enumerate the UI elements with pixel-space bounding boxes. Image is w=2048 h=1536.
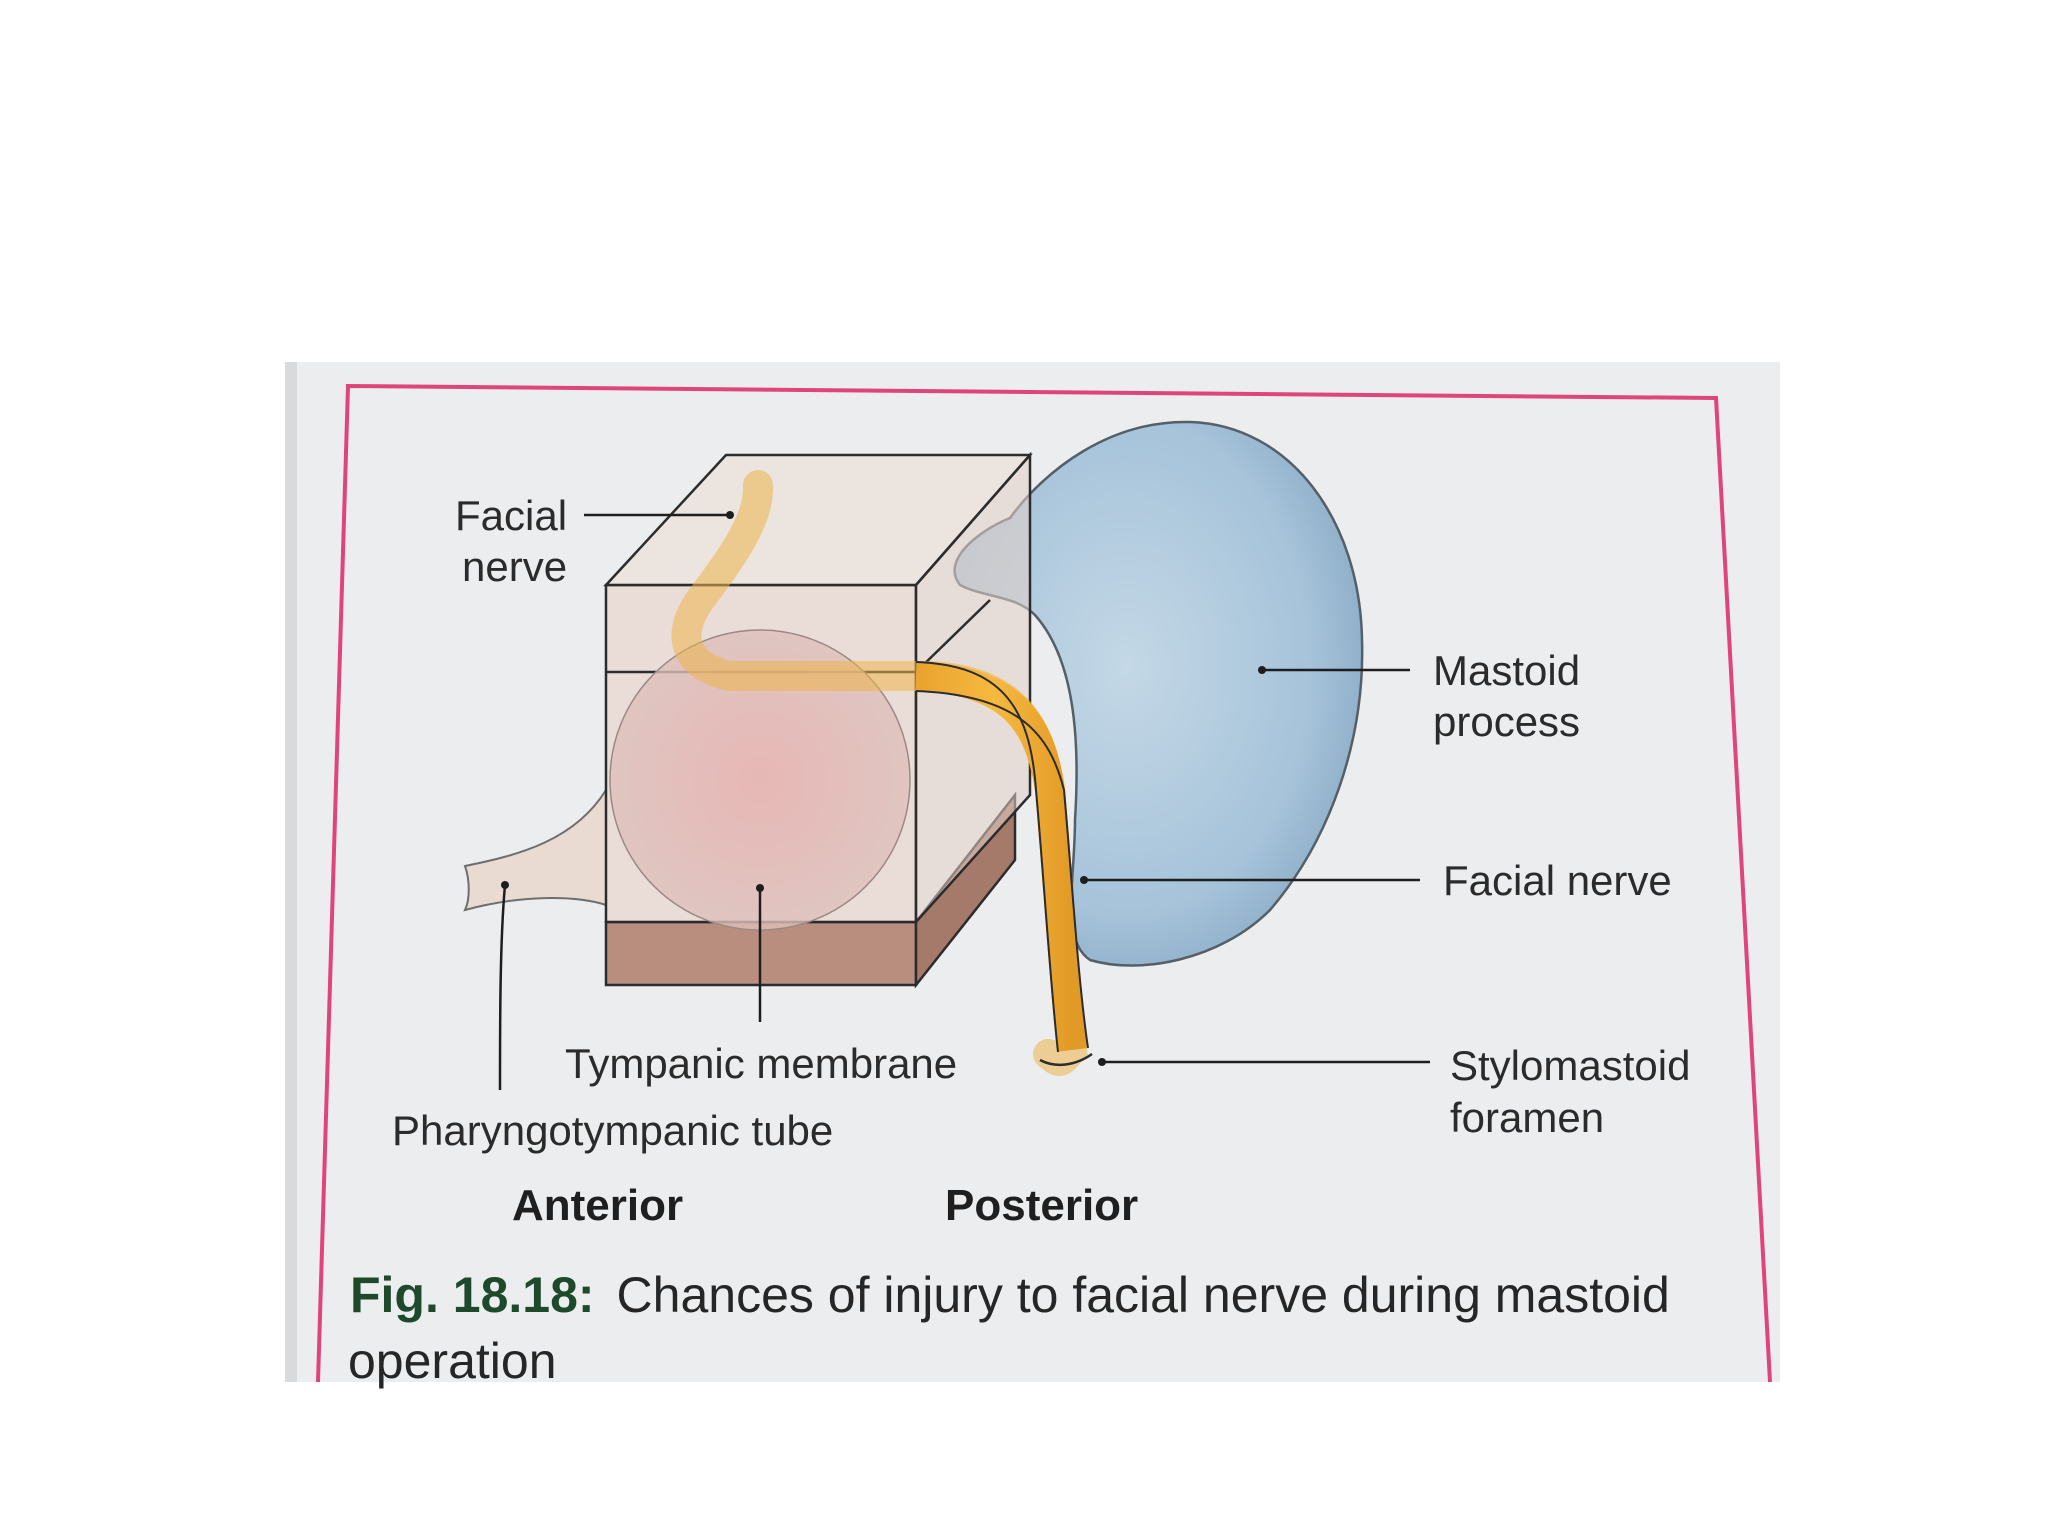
facial-nerve-outline-left: [915, 661, 1059, 1053]
figure-caption: Fig. 18.18: Chances of injury to facial …: [350, 1267, 1670, 1323]
pharyngotympanic-tube-shape: [463, 786, 607, 912]
stylomastoid-exit: [1039, 1052, 1093, 1067]
dot-tympanic: [756, 884, 764, 892]
paper-shadow-strip: [285, 362, 297, 1382]
label-tympanic-membrane: Tympanic membrane: [565, 1040, 957, 1087]
figure-frame: [316, 383, 1772, 1383]
caption-text-line1: Chances of injury to facial nerve during…: [617, 1267, 1670, 1323]
dot-mastoid: [1258, 666, 1266, 674]
label-posterior: Posterior: [945, 1181, 1138, 1230]
facial-nerve-outline-right: [915, 690, 1089, 1049]
dot-stylomastoid: [1098, 1058, 1106, 1066]
block-shelf-diagonal: [915, 599, 991, 673]
dot-facial-nerve-right: [1080, 876, 1088, 884]
facial-nerve-descending: [915, 661, 1087, 1052]
label-anterior: Anterior: [512, 1181, 683, 1230]
dot-facial-nerve-top: [726, 511, 734, 519]
dot-pharyngotympanic: [501, 881, 509, 889]
caption-text-line2: operation: [348, 1333, 557, 1389]
label-facial-nerve-right: Facial nerve: [1443, 857, 1672, 904]
caption-number: Fig. 18.18:: [350, 1267, 595, 1323]
mastoid-process-shape: [953, 420, 1364, 967]
label-pharyngotympanic-tube: Pharyngotympanic tube: [392, 1107, 833, 1154]
leader-pharyngotympanic: [498, 884, 507, 1091]
